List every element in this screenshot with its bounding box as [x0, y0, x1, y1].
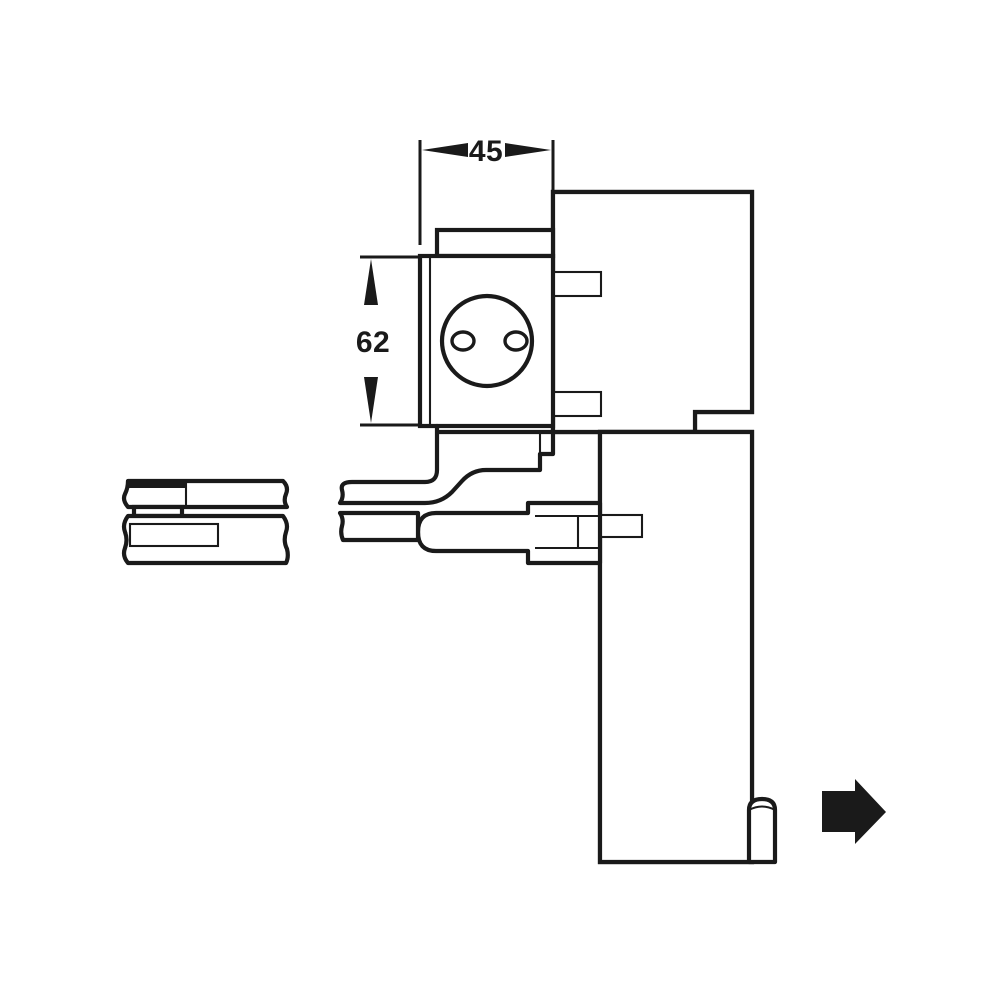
- strike-recess: [598, 513, 644, 539]
- screw-slot-upper: [551, 270, 603, 298]
- dimension-45: 45: [418, 135, 555, 245]
- lower-rail: [337, 510, 421, 543]
- handle-arm: [337, 423, 556, 506]
- dimension-62-label: 62: [356, 326, 390, 359]
- dimension-62: 62: [356, 255, 420, 427]
- frame-block-lower: [597, 429, 755, 865]
- lock-cylinder-circle: [439, 293, 535, 389]
- left-profile-detail: [121, 478, 290, 566]
- lock-top-tab: [434, 227, 556, 259]
- door-block-upper: [550, 189, 755, 435]
- latch-bolt: [415, 500, 603, 566]
- direction-arrow: [822, 779, 886, 844]
- screw-slot-lower: [551, 390, 603, 418]
- lock-hole-left: [450, 330, 476, 352]
- dimension-45-label: 45: [469, 135, 503, 168]
- floor-pin: [746, 796, 778, 865]
- lock-hole-right: [503, 330, 529, 352]
